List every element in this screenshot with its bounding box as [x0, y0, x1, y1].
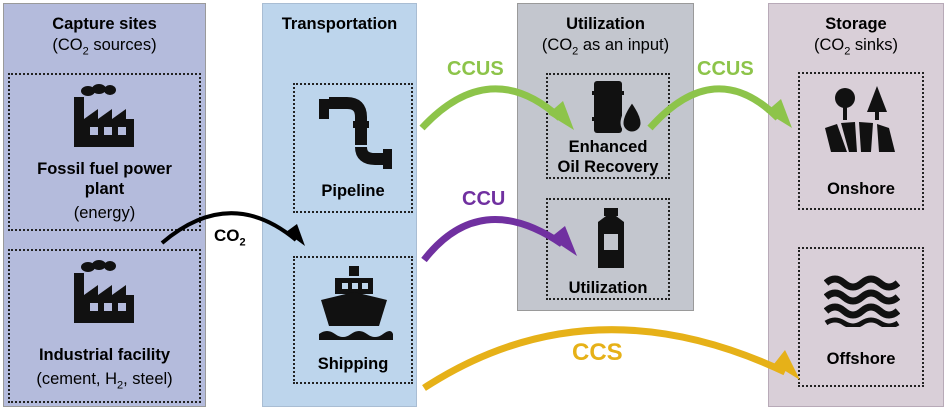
industrial-note-sub: 2: [117, 379, 124, 392]
capture-sites-heading: Capture sites (CO2 sources): [4, 14, 205, 62]
ccs-arrowhead: [774, 350, 800, 380]
storage-subtitle-sub: 2: [844, 45, 851, 58]
transportation-heading: Transportation: [263, 14, 416, 35]
eor-label-line1: Enhanced: [568, 138, 648, 156]
ccu-flow-label: CCU: [462, 188, 506, 210]
ship-icon: [319, 266, 393, 340]
utilization-label: Utilization: [568, 279, 648, 297]
enhanced-oil-recovery-node: Enhanced Oil Recovery: [546, 73, 670, 179]
fossil-fuel-power-plant-node: Fossil fuel power plant (energy): [8, 73, 201, 231]
co2-arrow: [160, 211, 298, 245]
oil-barrel-icon: [592, 81, 644, 135]
onshore-node: Onshore: [798, 72, 924, 210]
industrial-facility-label: Industrial facility: [38, 346, 171, 364]
capture-sites-subtitle: (CO2 sources): [52, 36, 157, 58]
waves-icon: [824, 275, 900, 327]
industrial-facility-node: Industrial facility (cement, H2, steel): [8, 249, 201, 403]
eor-label-line2: Oil Recovery: [557, 158, 659, 176]
co2-arrowhead: [286, 224, 305, 246]
capture-sites-column: Capture sites (CO2 sources): [3, 3, 206, 407]
ccus-arrowhead-1: [548, 101, 574, 130]
industrial-note-pre: (cement, H: [36, 370, 118, 388]
onshore-land-icon: [825, 86, 895, 152]
utilization-heading: Utilization (CO2 as an input): [518, 14, 693, 62]
industrial-facility-note: (cement, H2, steel): [10, 369, 199, 395]
fossil-fuel-note: (energy): [73, 204, 136, 222]
capture-sites-title: Capture sites: [52, 15, 157, 33]
offshore-node: Offshore: [798, 247, 924, 387]
factory-icon: [74, 260, 134, 323]
capture-subtitle-sub: 2: [82, 45, 89, 58]
ccu-arrowhead: [550, 226, 577, 256]
capture-subtitle-post: sources): [88, 36, 157, 54]
onshore-label: Onshore: [827, 180, 895, 198]
utilization-title: Utilization: [566, 15, 645, 33]
pipeline-label: Pipeline: [321, 182, 385, 200]
ccus-arrow-1: [419, 85, 563, 131]
ccus-flow-label-2: CCUS: [697, 58, 754, 80]
capture-subtitle-pre: (CO: [52, 36, 83, 54]
storage-column: Storage (CO2 sinks): [768, 3, 944, 407]
ccus-arrow-2: [647, 85, 781, 131]
ccu-arrow: [421, 216, 564, 263]
ccus-arrowhead-2: [766, 99, 792, 128]
industrial-note-post: , steel): [123, 370, 173, 388]
fossil-fuel-label-line1: Fossil fuel power: [37, 160, 172, 178]
storage-subtitle-post: sinks): [850, 36, 899, 54]
util-subtitle-post: as an input): [578, 36, 670, 54]
pipeline-node: Pipeline: [293, 83, 413, 213]
ccs-flow-label: CCS: [572, 339, 623, 366]
ccus-flow-label-1: CCUS: [447, 58, 504, 80]
fossil-fuel-label-line2: plant: [84, 180, 125, 198]
co2-flow-label: CO2: [214, 226, 246, 248]
utilization-subtitle: (CO2 as an input): [541, 36, 670, 58]
shipping-node: Shipping: [293, 256, 413, 384]
pipe-icon: [319, 97, 392, 169]
storage-title: Storage: [825, 15, 887, 33]
co2-label-sub: 2: [239, 236, 246, 249]
bottle-icon: [598, 208, 624, 268]
utilization-node: Utilization: [546, 198, 670, 300]
transportation-title: Transportation: [281, 15, 398, 33]
factory-icon: [74, 84, 134, 147]
offshore-label: Offshore: [826, 350, 896, 368]
storage-subtitle: (CO2 sinks): [813, 36, 899, 58]
util-subtitle-pre: (CO: [541, 36, 573, 54]
util-subtitle-sub: 2: [572, 45, 579, 58]
shipping-label: Shipping: [317, 355, 389, 373]
storage-subtitle-pre: (CO: [813, 36, 845, 54]
storage-heading: Storage (CO2 sinks): [769, 14, 943, 62]
ccs-arrow: [422, 326, 787, 391]
co2-label-pre: CO: [214, 226, 240, 245]
